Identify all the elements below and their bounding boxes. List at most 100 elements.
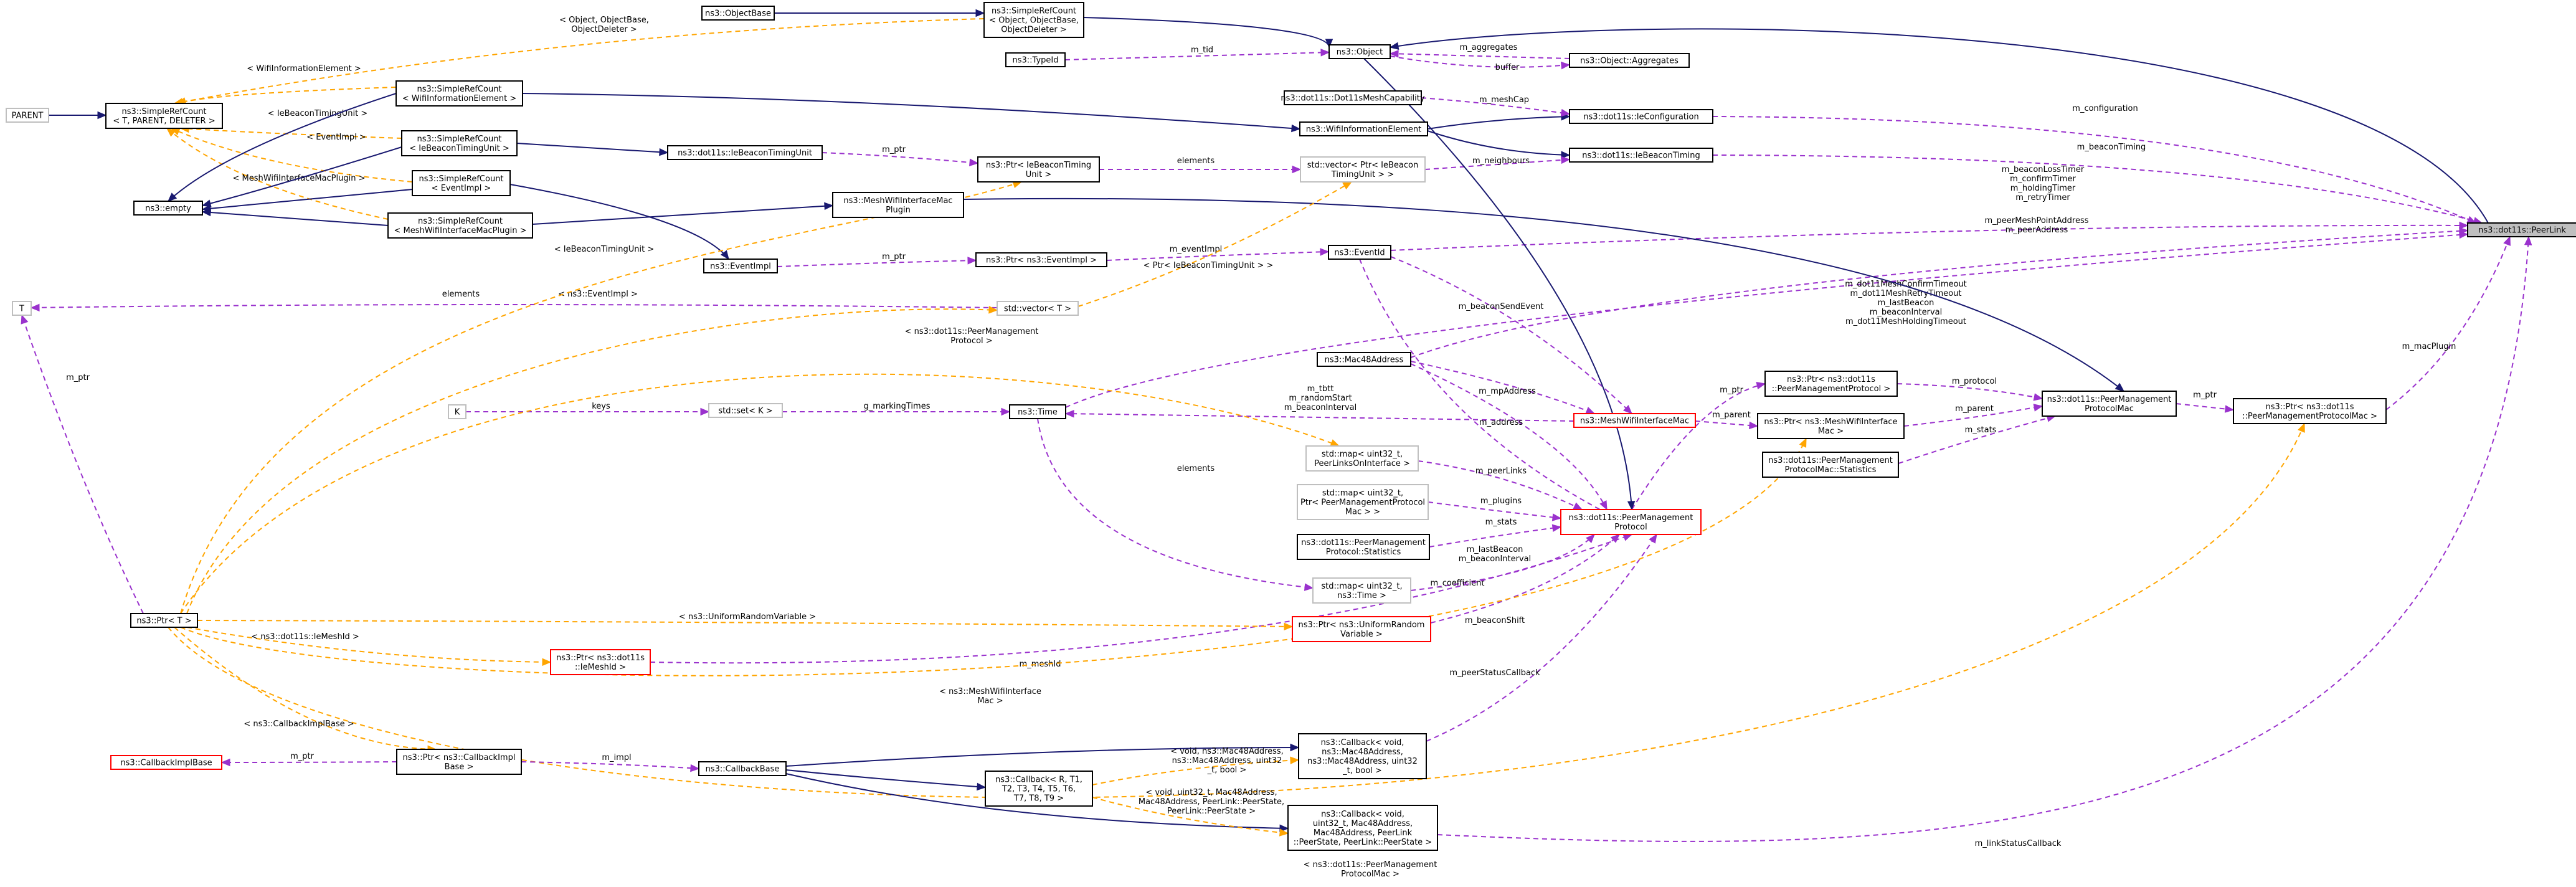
edge-label: m_address xyxy=(1479,418,1523,427)
class-node-ptrt[interactable]: ns3::Ptr< T > xyxy=(130,613,198,628)
class-node-aggregates[interactable]: ns3::Object::Aggregates xyxy=(1569,53,1690,68)
edge-label-line: m_holdingTimer xyxy=(2010,184,2076,193)
edge-label-line: m_coefficient xyxy=(1431,579,1485,588)
node-box xyxy=(1009,404,1066,419)
node-box xyxy=(396,749,522,775)
node-label-line: ns3::Ptr< ns3::MeshWifiInterface xyxy=(1764,417,1897,427)
class-node-eventimpl[interactable]: ns3::EventImpl xyxy=(703,259,778,273)
class-node-empty[interactable]: ns3::empty xyxy=(133,201,203,216)
class-node-eventid[interactable]: ns3::EventId xyxy=(1328,245,1391,260)
edge-label-line: elements xyxy=(1177,156,1215,166)
class-node-setk[interactable]: std::set< K > xyxy=(708,403,783,418)
class-node-t[interactable]: T xyxy=(12,301,32,316)
class-node-time[interactable]: ns3::Time xyxy=(1009,404,1066,419)
node-label: ns3::SimpleRefCount< MeshWifiInterfaceMa… xyxy=(394,217,527,235)
class-node-wifiie[interactable]: ns3::WifiInformationElement xyxy=(1299,121,1428,136)
class-node-srcobject[interactable]: ns3::SimpleRefCount< Object, ObjectBase,… xyxy=(983,2,1084,38)
edge-label-line: m_stats xyxy=(1965,425,1997,435)
node-label-line: ns3::SimpleRefCount xyxy=(417,135,501,144)
class-node-srcbtu[interactable]: ns3::SimpleRefCount< IeBeaconTimingUnit … xyxy=(401,130,518,156)
node-label-line: Unit > xyxy=(1026,170,1052,179)
node-label: std::vector< T > xyxy=(1004,305,1071,314)
node-label-line: _t, bool > xyxy=(1342,766,1382,776)
edge-btu-ptrbtu: m_ptr xyxy=(822,145,979,166)
class-node-peerlink[interactable]: ns3::dot11s::PeerLink xyxy=(2467,222,2576,237)
edge-arrowhead xyxy=(1325,39,1333,49)
edge-line xyxy=(1410,534,1595,591)
class-node-object[interactable]: ns3::Object xyxy=(1328,44,1391,59)
class-node-btu[interactable]: ns3::dot11s::IeBeaconTimingUnit xyxy=(667,145,823,160)
class-node-cb1[interactable]: ns3::Callback< void,ns3::Mac48Address,ns… xyxy=(1298,733,1427,779)
edge-cbR-cb1: < void, ns3::Mac48Address,ns3::Mac48Addr… xyxy=(1092,747,1300,785)
class-node-ieconfig[interactable]: ns3::dot11s::IeConfiguration xyxy=(1569,109,1713,124)
class-node-objectbase[interactable]: ns3::ObjectBase xyxy=(701,6,775,21)
class-node-vect[interactable]: std::vector< T > xyxy=(997,301,1079,316)
class-node-mappli[interactable]: std::map< uint32_t,PeerLinksOnInterface … xyxy=(1305,445,1419,472)
edge-label-line: buffer xyxy=(1495,63,1520,72)
node-label-line: uint32_t, Mac48Address, xyxy=(1313,819,1413,828)
node-box xyxy=(701,6,775,21)
edge-label-line: < ns3::dot11s::PeerManagement xyxy=(905,327,1039,336)
edge-arrowhead xyxy=(1330,439,1340,447)
edge-ptrT-ptrmeshid: < ns3::dot11s::IeMeshId > xyxy=(186,627,552,666)
edge-ptrbtu-vec: elements xyxy=(1099,156,1302,174)
node-label-line: < WifiInformationElement > xyxy=(402,94,517,103)
class-node-k[interactable]: K xyxy=(448,404,466,419)
edge-line xyxy=(650,534,1632,664)
edge-arrowhead xyxy=(1599,500,1608,511)
node-label-line: std::map< uint32_t, xyxy=(1321,582,1402,591)
edge-label-line: ns3::Mac48Address, uint32 xyxy=(1172,756,1282,766)
class-node-ptrpmpmac[interactable]: ns3::Ptr< ns3::dot11s::PeerManagementPro… xyxy=(2233,398,2387,424)
node-label: std::map< uint32_t,Ptr< PeerManagementPr… xyxy=(1300,489,1425,517)
node-box xyxy=(1560,509,1702,535)
class-node-srcevent[interactable]: ns3::SimpleRefCount< EventImpl > xyxy=(412,170,511,196)
node-label-line: < IeBeaconTimingUnit > xyxy=(409,144,509,153)
edge-label: m_configuration xyxy=(2072,104,2138,113)
class-node-cbr[interactable]: ns3::Callback< R, T1,T2, T3, T4, T5, T6,… xyxy=(985,771,1093,807)
class-node-ptrevent[interactable]: ns3::Ptr< ns3::EventImpl > xyxy=(975,252,1107,267)
class-node-typeid[interactable]: ns3::TypeId xyxy=(1005,52,1066,67)
edge-label-line: m_ptr xyxy=(66,373,90,382)
node-label-line: ns3::EventId xyxy=(1334,249,1385,258)
edge-ptrcbimpl-cbbase: m_impl xyxy=(521,753,700,772)
node-label-line: ns3::empty xyxy=(145,204,191,214)
edge-label: m_meshCap xyxy=(1479,95,1529,105)
class-node-cb2[interactable]: ns3::Callback< void,uint32_t, Mac48Addre… xyxy=(1287,805,1438,851)
node-label-line: ns3::Ptr< ns3::EventImpl > xyxy=(986,256,1097,265)
class-node-ptrpmp[interactable]: ns3::Ptr< ns3::dot11s::PeerManagementPro… xyxy=(1764,371,1898,397)
edge-label-line: m_beaconInterval xyxy=(1870,308,1943,317)
edge-label: m_linkStatusCallback xyxy=(1975,839,2062,848)
class-node-cbbase[interactable]: ns3::CallbackBase xyxy=(698,761,787,776)
edge-arrowhead xyxy=(1610,534,1620,543)
class-node-srcmwip[interactable]: ns3::SimpleRefCount< MeshWifiInterfaceMa… xyxy=(387,212,533,239)
node-label-line: ::IeMeshId > xyxy=(575,663,626,672)
edge-label-line: m_lastBeacon xyxy=(1467,545,1523,554)
class-node-meshcap[interactable]: ns3::dot11s::Dot11sMeshCapability xyxy=(1281,90,1425,105)
node-label-line: ns3::Time xyxy=(1018,408,1058,417)
class-node-srcwie[interactable]: ns3::SimpleRefCount< WifiInformationElem… xyxy=(395,80,523,107)
class-node-parent[interactable]: PARENT xyxy=(6,108,49,123)
class-node-srct[interactable]: ns3::SimpleRefCount< T, PARENT, DELETER … xyxy=(105,103,223,129)
class-node-cbimplbase[interactable]: ns3::CallbackImplBase xyxy=(110,755,222,770)
class-node-mapplugins[interactable]: std::map< uint32_t,Ptr< PeerManagementPr… xyxy=(1297,484,1429,520)
edge-line xyxy=(1410,361,1595,414)
edge-vec-iebt: m_neighbours xyxy=(1424,156,1571,170)
class-node-maptime[interactable]: std::map< uint32_t,ns3::Time > xyxy=(1312,577,1411,604)
class-node-ptrmeshid[interactable]: ns3::Ptr< ns3::dot11s::IeMeshId > xyxy=(550,649,651,675)
node-label-line: Protocol::Statistics xyxy=(1326,548,1401,557)
class-node-meshwifimac[interactable]: ns3::MeshWifiInterfaceMac xyxy=(1573,413,1696,428)
node-box xyxy=(1284,90,1422,105)
class-node-mac48[interactable]: ns3::Mac48Address xyxy=(1317,352,1411,367)
class-node-iebt[interactable]: ns3::dot11s::IeBeaconTiming xyxy=(1569,148,1713,163)
